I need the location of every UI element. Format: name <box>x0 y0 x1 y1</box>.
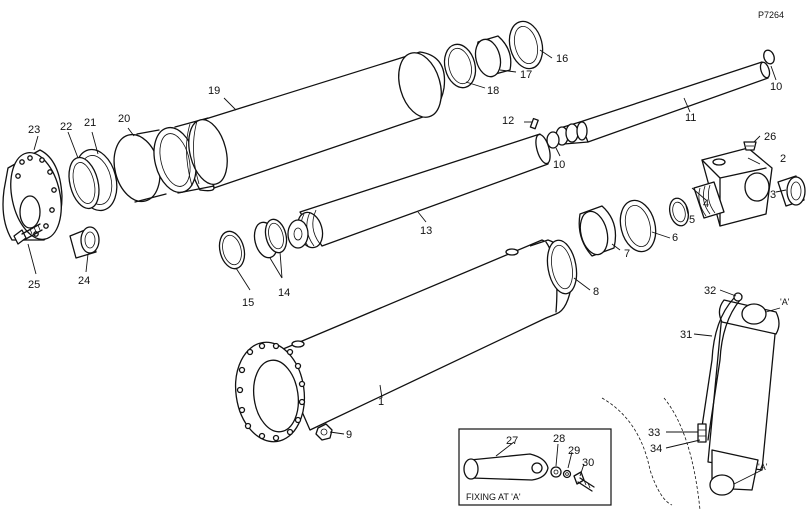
callout-25: 25 <box>28 279 40 291</box>
part-24-bush <box>69 226 100 259</box>
callout-31: 31 <box>680 329 692 341</box>
callout-32: 32 <box>704 285 716 297</box>
callout-16: 16 <box>556 53 568 65</box>
callout-10-top: 10 <box>770 81 782 93</box>
callout-30: 30 <box>582 457 594 469</box>
callout-33: 33 <box>648 427 660 439</box>
callout-24: 24 <box>78 275 90 287</box>
callout-22: 22 <box>60 121 72 133</box>
callout-3: 3 <box>770 189 776 201</box>
callout-1: 1 <box>378 396 384 408</box>
callout-14: 14 <box>278 287 290 299</box>
part-12-nipple <box>529 117 539 130</box>
part-4-fitting <box>693 181 725 219</box>
callout-19: 19 <box>208 85 220 97</box>
part-14-rings <box>253 218 288 259</box>
inset-caption: FIXING AT 'A' <box>466 492 521 502</box>
callout-28: 28 <box>553 433 565 445</box>
part-1-main-cylinder <box>234 239 573 443</box>
part-10-oring-top <box>763 49 775 65</box>
part-9-nut <box>315 423 333 441</box>
callout-7: 7 <box>624 248 630 260</box>
part-5-ring <box>668 197 690 227</box>
callout-11: 11 <box>685 112 696 124</box>
part-18-ring <box>443 43 477 89</box>
callout-20: 20 <box>118 113 130 125</box>
part-10-oring-mid <box>546 131 560 149</box>
callout-21: 21 <box>84 117 96 129</box>
part-20-gland-collar <box>113 117 228 203</box>
part-25-bolt <box>13 223 43 245</box>
callout-27: 27 <box>506 435 518 447</box>
part-3-adapter <box>777 175 806 207</box>
part-17-ring <box>474 35 512 78</box>
marker-a-top: 'A' <box>780 297 790 307</box>
callout-17: 17 <box>520 69 532 81</box>
leader-lines <box>27 49 787 485</box>
swing-arc-right <box>663 397 701 511</box>
callout-29: 29 <box>568 445 580 457</box>
callout-9: 9 <box>346 429 352 441</box>
part-26-plug <box>743 141 757 151</box>
part-16-ring <box>508 20 544 70</box>
callout-23: 23 <box>28 124 40 136</box>
inset-fixing-detail: FIXING AT 'A' <box>458 428 612 506</box>
swing-arc-left <box>601 397 673 506</box>
callout-2: 2 <box>780 153 786 165</box>
callout-12: 12 <box>502 115 514 127</box>
part-23-end-flange <box>2 149 63 241</box>
part-15-ring <box>218 230 246 270</box>
callout-8: 8 <box>593 286 599 298</box>
part-13-inner-tube <box>287 133 551 249</box>
callout-4: 4 <box>703 198 709 210</box>
figure-reference: P7264 <box>758 10 784 20</box>
assembly-cylinder-side-view <box>697 292 780 496</box>
callout-18: 18 <box>487 85 499 97</box>
part-6-ring <box>619 199 657 253</box>
part-11-piston-rod <box>555 61 771 146</box>
callout-26: 26 <box>764 131 776 143</box>
callout-10-mid: 10 <box>553 159 565 171</box>
callout-13: 13 <box>420 225 432 237</box>
callout-labels: 1 2 3 4 5 6 7 8 9 10 10 11 12 13 14 15 1… <box>28 53 790 472</box>
callout-6: 6 <box>672 232 678 244</box>
callout-34: 34 <box>650 443 662 455</box>
callout-5: 5 <box>689 214 695 226</box>
part-8-ring <box>546 239 578 295</box>
marker-a-bottom: 'A' <box>758 462 768 472</box>
callout-15: 15 <box>242 297 254 309</box>
part-7-ring <box>578 205 617 257</box>
